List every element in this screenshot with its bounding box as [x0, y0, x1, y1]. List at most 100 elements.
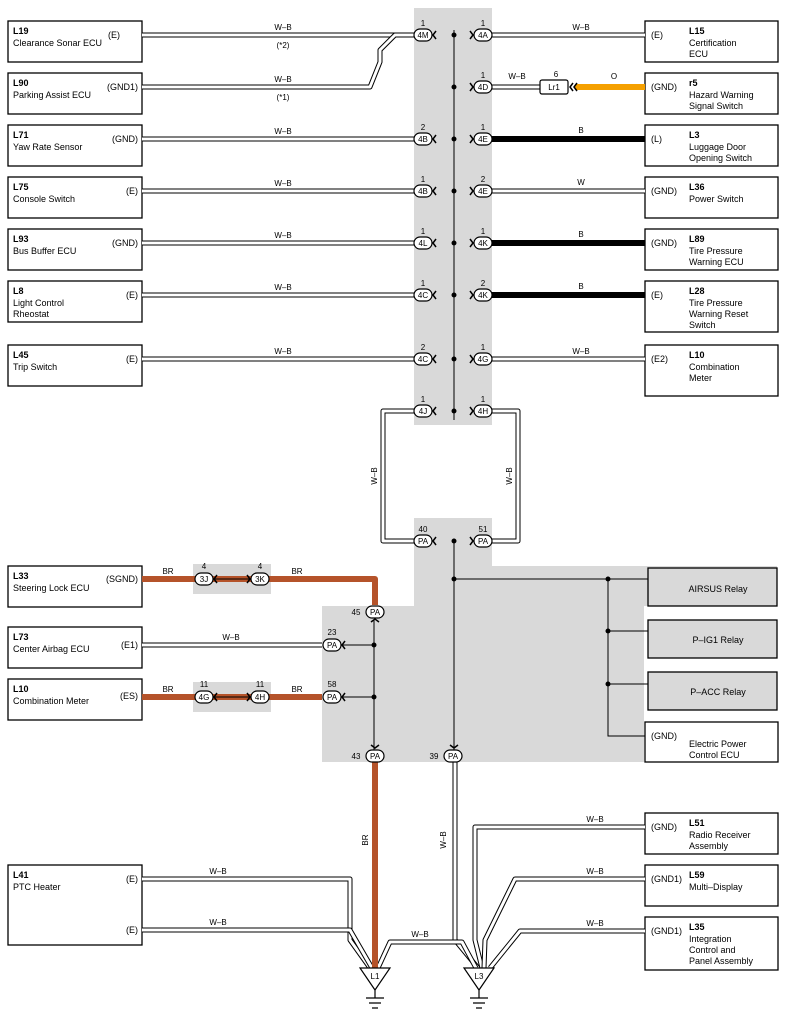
svg-text:PA: PA	[370, 608, 381, 617]
relay-airsus: AIRSUS Relay	[647, 567, 778, 607]
svg-text:40: 40	[419, 525, 428, 534]
component-L71: L71 Yaw Rate Sensor (GND)	[7, 124, 143, 167]
svg-text:1: 1	[421, 227, 426, 236]
svg-text:PA: PA	[418, 537, 429, 546]
junction-block-main	[322, 566, 777, 762]
component-name: Panel Assembly	[689, 956, 754, 966]
component-name: Clearance Sonar ECU	[13, 38, 102, 48]
terminal-label: (E)	[651, 290, 663, 300]
svg-text:43: 43	[352, 752, 361, 761]
svg-text:4C: 4C	[418, 291, 428, 300]
svg-text:1: 1	[421, 19, 426, 28]
relay-label: AIRSUS Relay	[688, 584, 748, 594]
component-L51: (GND) L51 Radio Receiver Assembly	[644, 812, 779, 855]
connector-PA-51: PA	[473, 534, 493, 548]
svg-text:W–B: W–B	[209, 918, 226, 927]
svg-text:BR: BR	[162, 685, 173, 694]
svg-text:PA: PA	[448, 752, 459, 761]
svg-text:W–B: W–B	[586, 815, 603, 824]
component-name: Rheostat	[13, 309, 50, 319]
component-name: ECU	[689, 49, 708, 59]
svg-text:4M: 4M	[417, 31, 428, 40]
component-name: Center Airbag ECU	[13, 644, 90, 654]
connector-4J: 4J	[413, 404, 433, 418]
terminal-label: (E)	[651, 30, 663, 40]
svg-text:PA: PA	[327, 641, 338, 650]
wire-labels: W–B (*2) W–B (*1) W–B W–B W–B W–B W–B W–…	[162, 23, 617, 939]
svg-text:4G: 4G	[199, 693, 210, 702]
svg-text:W–B: W–B	[572, 23, 589, 32]
svg-text:PA: PA	[478, 537, 489, 546]
terminal-label: (GND1)	[651, 874, 682, 884]
component-name: Integration	[689, 934, 732, 944]
svg-text:W–B: W–B	[572, 347, 589, 356]
terminal-label: (E)	[126, 874, 138, 884]
component-L35: (GND1) L35 Integration Control and Panel…	[644, 916, 779, 971]
connector-4B: 4B	[413, 132, 433, 146]
svg-text:58: 58	[328, 680, 337, 689]
wires-wb	[142, 32, 645, 970]
svg-text:Lr1: Lr1	[548, 83, 560, 92]
connector-pins: 4M 4A 4D 4B 4E 4B 4E 4L 4K 4C 4K 4C 4G 4…	[194, 28, 569, 763]
svg-text:W–B: W–B	[274, 179, 291, 188]
connector-3K: 3K	[250, 572, 270, 586]
component-name: PTC Heater	[13, 882, 61, 892]
terminal-label: (GND1)	[651, 926, 682, 936]
svg-text:4H: 4H	[255, 693, 265, 702]
component-L33: L33 Steering Lock ECU (SGND)	[7, 565, 143, 608]
pin-numbers: 1 1 1 2 1 1 2 1 1 1 2 2 1 1 1 40 51 45 2…	[200, 19, 559, 761]
connector-PA-43: PA	[365, 749, 385, 763]
connector-4G: 4G	[473, 352, 493, 366]
relay-pig1: P–IG1 Relay	[647, 619, 778, 659]
component-code: L33	[13, 571, 29, 581]
svg-text:4D: 4D	[478, 83, 488, 92]
component-L28: (E) L28 Tire Pressure Warning Reset Swit…	[644, 280, 779, 333]
svg-text:W–B: W–B	[439, 831, 448, 848]
connector-4K: 4K	[473, 288, 493, 302]
component-code: L51	[689, 818, 705, 828]
svg-text:4C: 4C	[418, 355, 428, 364]
svg-text:2: 2	[421, 123, 426, 132]
component-code: L35	[689, 922, 705, 932]
terminal-label: (GND)	[651, 822, 677, 832]
connector-4C: 4C	[413, 288, 433, 302]
svg-text:4K: 4K	[478, 239, 488, 248]
component-L10-left: L10 Combination Meter (ES)	[7, 678, 143, 721]
svg-text:W–B: W–B	[274, 75, 291, 84]
component-name: Yaw Rate Sensor	[13, 142, 82, 152]
terminal-label: (GND)	[651, 731, 677, 741]
svg-text:4K: 4K	[478, 291, 488, 300]
connector-4M: 4M	[413, 28, 433, 42]
terminal-label: (GND)	[112, 238, 138, 248]
svg-text:1: 1	[481, 123, 486, 132]
terminal-label: (ES)	[120, 691, 138, 701]
component-code: L89	[689, 234, 705, 244]
component-name: Electric Power	[689, 739, 747, 749]
terminal-label: (E2)	[651, 354, 668, 364]
svg-text:B: B	[578, 282, 583, 291]
component-name: Opening Switch	[689, 153, 752, 163]
connector-4A: 4A	[473, 28, 493, 42]
component-L36: (GND) L36 Power Switch	[644, 176, 779, 219]
terminal-label: (E)	[126, 290, 138, 300]
svg-text:BR: BR	[291, 567, 302, 576]
relay-label: P–IG1 Relay	[692, 635, 744, 645]
component-name: Hazard Warning	[689, 90, 754, 100]
component-code: L10	[13, 684, 29, 694]
svg-text:1: 1	[481, 395, 486, 404]
component-code: L45	[13, 350, 29, 360]
connector-PA-40: PA	[413, 534, 433, 548]
component-L10-right: (E2) L10 Combination Meter	[644, 344, 779, 397]
component-name: Parking Assist ECU	[13, 90, 91, 100]
component-name: Trip Switch	[13, 362, 57, 372]
svg-text:W–B: W–B	[586, 867, 603, 876]
svg-text:4B: 4B	[418, 135, 428, 144]
connector-3J: 3J	[194, 572, 214, 586]
connector-4G: 4G	[194, 690, 214, 704]
connector-4E: 4E	[473, 184, 493, 198]
svg-text:1: 1	[481, 19, 486, 28]
connector-4C: 4C	[413, 352, 433, 366]
junction-dots	[371, 32, 611, 700]
svg-text:4J: 4J	[419, 407, 427, 416]
